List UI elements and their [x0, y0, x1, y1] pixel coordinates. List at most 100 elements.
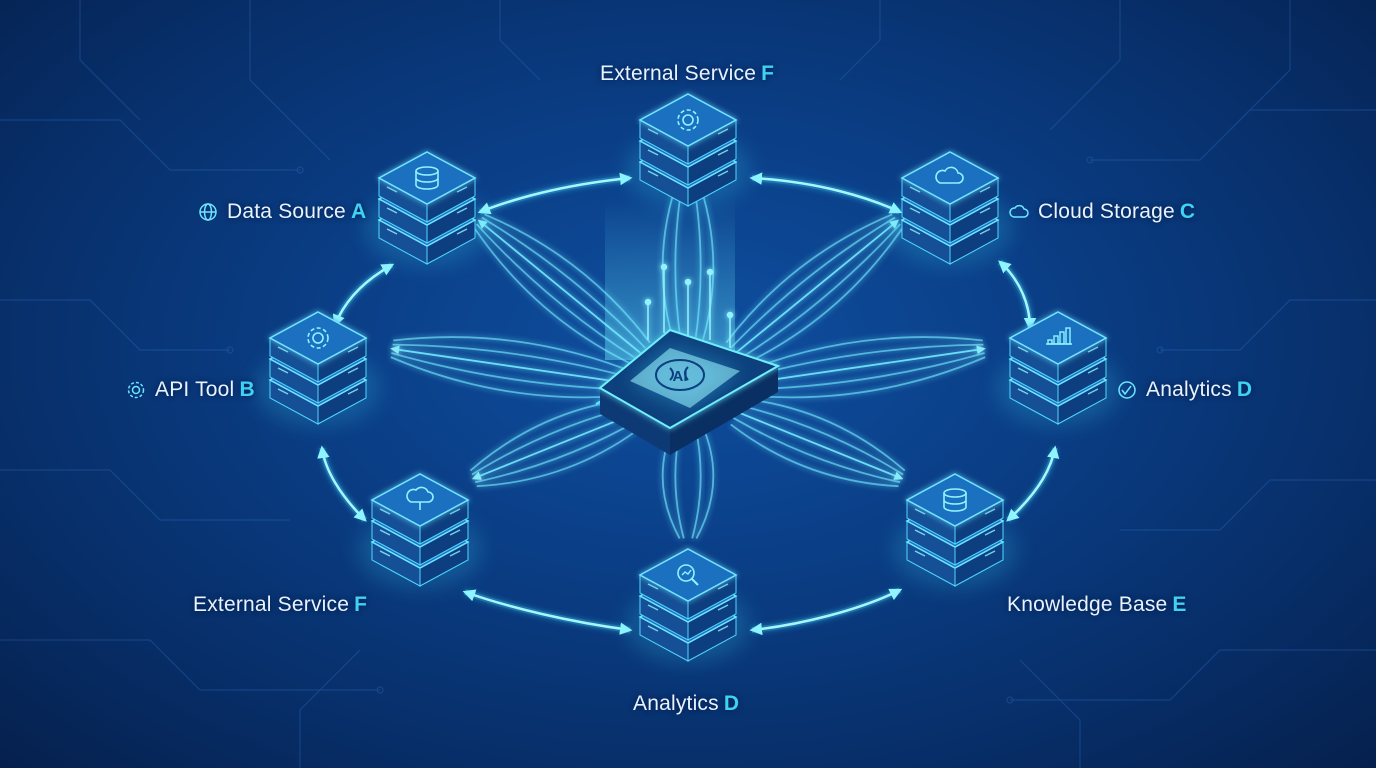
spoke-line	[730, 423, 899, 488]
server-slot	[647, 604, 659, 611]
spoke-line	[390, 345, 622, 384]
spoke-line	[695, 424, 715, 539]
server-slot	[647, 583, 659, 590]
server-top-face	[377, 151, 477, 205]
node-label-lower-right: Knowledge Base E	[1007, 593, 1187, 617]
node-name: Data Source	[227, 200, 346, 223]
spoke-line	[755, 352, 985, 391]
node-label-right: Analytics D	[1116, 378, 1252, 402]
server-slot	[1017, 388, 1029, 395]
chart-circle-icon	[1116, 379, 1138, 401]
server-slot	[647, 128, 659, 135]
server-nodes	[256, 93, 1120, 663]
server-top-face	[638, 93, 738, 147]
server-slot	[386, 207, 398, 214]
server-slot	[647, 170, 659, 177]
server-slot	[379, 550, 391, 557]
server-slot	[347, 388, 359, 395]
ai-brain-chip-icon	[655, 359, 705, 391]
ring-arc-glow	[997, 259, 1033, 329]
server-slot	[717, 625, 729, 632]
spoke-line	[734, 219, 899, 355]
database-icon	[415, 166, 439, 190]
server-slot	[914, 550, 926, 557]
node-label-top: External Service F	[600, 62, 774, 86]
node-name: Analytics	[1146, 378, 1232, 401]
server-lower-right	[893, 473, 1017, 588]
server-slot	[717, 583, 729, 590]
server-slot	[647, 149, 659, 156]
spoke-line	[756, 356, 986, 399]
server-slot	[347, 346, 359, 353]
server-slot	[449, 508, 461, 515]
spoke-line	[474, 417, 643, 484]
cloud-tree-icon	[406, 486, 434, 510]
ring-arc	[1006, 445, 1060, 522]
server-slot	[914, 508, 926, 515]
node-letter: B	[239, 378, 255, 401]
ring-arc	[749, 588, 903, 636]
node-letter: C	[1179, 200, 1196, 223]
server-slot	[386, 228, 398, 235]
server-slot	[386, 186, 398, 193]
server-slot	[347, 367, 359, 374]
ai-hub-chip: AI	[595, 200, 781, 455]
node-name: API Tool	[155, 378, 235, 401]
bar-chart-icon	[1046, 327, 1072, 345]
ring-arc	[477, 172, 633, 215]
server-top-face	[370, 473, 470, 527]
server-top-face	[268, 311, 368, 365]
server-slot	[914, 529, 926, 536]
ring-arc-glow	[319, 447, 368, 523]
hub-signal-lines	[644, 263, 734, 348]
node-name: External Service	[600, 62, 757, 85]
spoke-line	[735, 410, 904, 480]
server-slot	[379, 529, 391, 536]
spoke-line	[732, 417, 901, 484]
server-slot	[277, 367, 289, 374]
node-label-bottom: Analytics D	[633, 692, 739, 716]
ring-arc-glow	[463, 589, 631, 633]
spoke-line	[739, 223, 901, 360]
server-slot	[1087, 367, 1099, 374]
ring-arc-glow	[751, 587, 902, 633]
spoke-line	[391, 352, 621, 391]
node-letter: A	[350, 200, 367, 223]
node-letter: D	[1236, 378, 1253, 401]
server-slot	[456, 207, 468, 214]
ring-arc	[462, 589, 633, 635]
spoke-line	[392, 343, 623, 377]
node-letter: E	[1172, 593, 1187, 616]
server-slot	[979, 228, 991, 235]
node-name: Cloud Storage	[1038, 200, 1175, 223]
ring-arc	[317, 445, 367, 522]
server-slot	[717, 128, 729, 135]
server-bottom	[626, 548, 750, 663]
spoke-line	[691, 424, 702, 539]
server-left	[256, 311, 380, 426]
node-name: Knowledge Base	[1007, 593, 1168, 616]
server-slot	[717, 170, 729, 177]
spoke-line	[753, 343, 984, 377]
server-upper-left	[365, 151, 489, 266]
spoke-line	[390, 356, 620, 399]
database-icon	[943, 488, 967, 512]
server-slot	[456, 186, 468, 193]
globe-icon	[197, 201, 219, 223]
server-slot	[909, 207, 921, 214]
search-chart-icon	[677, 564, 699, 586]
server-slot	[449, 550, 461, 557]
node-label-lower-left: External Service F	[193, 593, 367, 617]
cloud-icon	[935, 166, 964, 184]
ring-arc-glow	[1005, 447, 1058, 523]
server-slot	[984, 550, 996, 557]
spoke-line	[476, 423, 646, 488]
gear-icon	[125, 379, 147, 401]
server-slot	[379, 508, 391, 515]
node-letter: F	[761, 62, 775, 85]
server-lower-left	[358, 473, 482, 588]
gear-icon	[677, 109, 699, 131]
server-top-face	[905, 473, 1005, 527]
server-slot	[979, 207, 991, 214]
spoke-line	[741, 397, 906, 472]
